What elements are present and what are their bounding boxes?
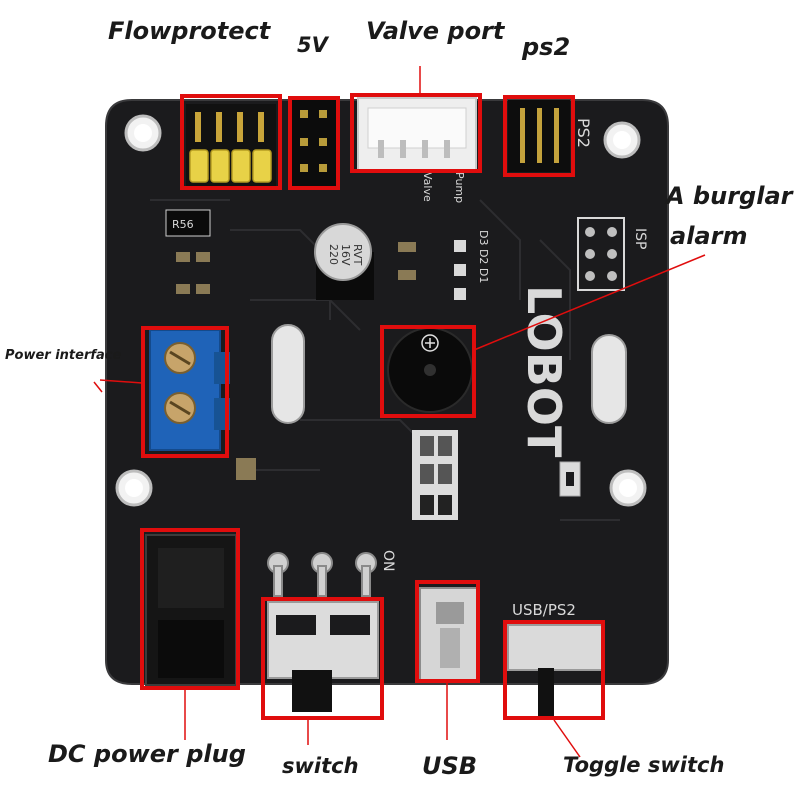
pcb-board bbox=[105, 99, 669, 685]
ps2-box bbox=[503, 95, 575, 177]
center-jumpers bbox=[412, 430, 458, 520]
ps2-header bbox=[508, 100, 570, 172]
silkscreen-pump: Pump bbox=[453, 172, 466, 203]
valve-port-box bbox=[350, 93, 482, 173]
usb-connector bbox=[419, 587, 479, 681]
electrolytic-capacitor bbox=[314, 223, 374, 300]
burglar-alarm-box bbox=[380, 325, 476, 418]
flowprotect-box bbox=[180, 94, 282, 190]
label-dc-power-plug: DC power plug bbox=[48, 740, 246, 768]
toggle-switch bbox=[507, 624, 604, 716]
silkscreen-leds: D3 D2 D1 bbox=[477, 230, 490, 283]
silkscreen-isp: ISP bbox=[632, 228, 648, 249]
crystal-oscillators bbox=[271, 324, 627, 424]
silkscreen-on: ON bbox=[380, 550, 396, 572]
power-terminal-block bbox=[149, 329, 230, 451]
valve-port-connector bbox=[357, 97, 477, 171]
smd-components bbox=[165, 209, 581, 497]
label-flowprotect: Flowprotect bbox=[108, 17, 271, 45]
label-usb: USB bbox=[422, 752, 478, 780]
usb-box bbox=[415, 580, 480, 683]
silkscreen-resistor: R56 bbox=[172, 218, 194, 231]
label-five-v: 5V bbox=[297, 33, 328, 57]
silkscreen-ps2: PS2 bbox=[574, 118, 593, 148]
label-valve-port: Valve port bbox=[366, 17, 505, 45]
mounting-holes bbox=[115, 114, 647, 507]
flowprotect-header bbox=[186, 104, 276, 186]
dc-power-plug-box bbox=[140, 528, 240, 690]
silkscreen-brand: LOBOT bbox=[517, 285, 571, 458]
slide-switch bbox=[267, 552, 379, 712]
toggle-switch-box bbox=[503, 620, 605, 720]
silkscreen-cap-2: 16V bbox=[339, 244, 352, 266]
label-power-interface: Power interface bbox=[5, 348, 122, 363]
five-v-box bbox=[288, 96, 340, 190]
silkscreen-cap-1: 220 bbox=[327, 244, 340, 265]
silkscreen-valve: Valve bbox=[421, 172, 434, 202]
label-ps2: ps2 bbox=[522, 33, 571, 61]
five-v-header bbox=[292, 100, 336, 186]
label-burglar-alarm-line2: alarm bbox=[670, 222, 748, 250]
label-burglar-alarm-line1: A burglar bbox=[666, 182, 793, 210]
dc-jack bbox=[145, 534, 237, 686]
label-toggle-switch: Toggle switch bbox=[563, 753, 725, 777]
silkscreen-usb-ps2: USB/PS2 bbox=[512, 601, 576, 619]
leader-lines bbox=[93, 66, 706, 758]
silkscreen-text: LOBOT PS2 ISP USB/PS2 ON 220 16V RVT R56… bbox=[172, 118, 648, 619]
silkscreen-cap-3: RVT bbox=[351, 244, 364, 266]
label-switch: switch bbox=[282, 754, 359, 778]
power-interface-box bbox=[141, 326, 229, 458]
isp-header bbox=[577, 217, 625, 291]
switch-box bbox=[261, 597, 384, 720]
